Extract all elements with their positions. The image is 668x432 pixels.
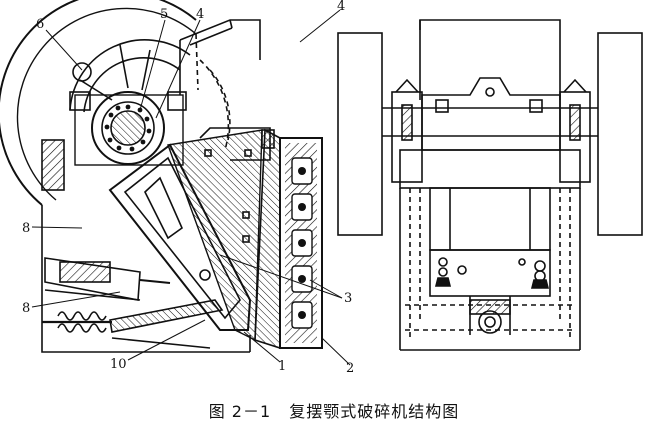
figure-caption: 图 2－1 复摆颚式破碎机结构图 (0, 398, 668, 422)
callout-labels: 6 5 4 4 8 8 3 10 1 2 (22, 0, 354, 376)
label-5: 4 (196, 7, 204, 22)
leader-lines (31, 9, 351, 366)
caption-number: 图 2－1 (208, 402, 272, 421)
front-view (337, 19, 643, 351)
label-10: 10 (110, 357, 127, 372)
label-4: 4 (337, 0, 345, 14)
label-6: 5 (160, 7, 168, 22)
label-3: 3 (344, 291, 352, 306)
label-9: 8 (22, 301, 30, 316)
side-section-view (0, 0, 323, 353)
label-8: 8 (22, 221, 30, 236)
label-2: 2 (346, 361, 354, 376)
caption-title: 复摆颚式破碎机结构图 (289, 402, 460, 421)
label-1: 1 (278, 359, 286, 374)
bearing-balls-icon (104, 104, 152, 152)
label-7: 6 (36, 17, 44, 32)
